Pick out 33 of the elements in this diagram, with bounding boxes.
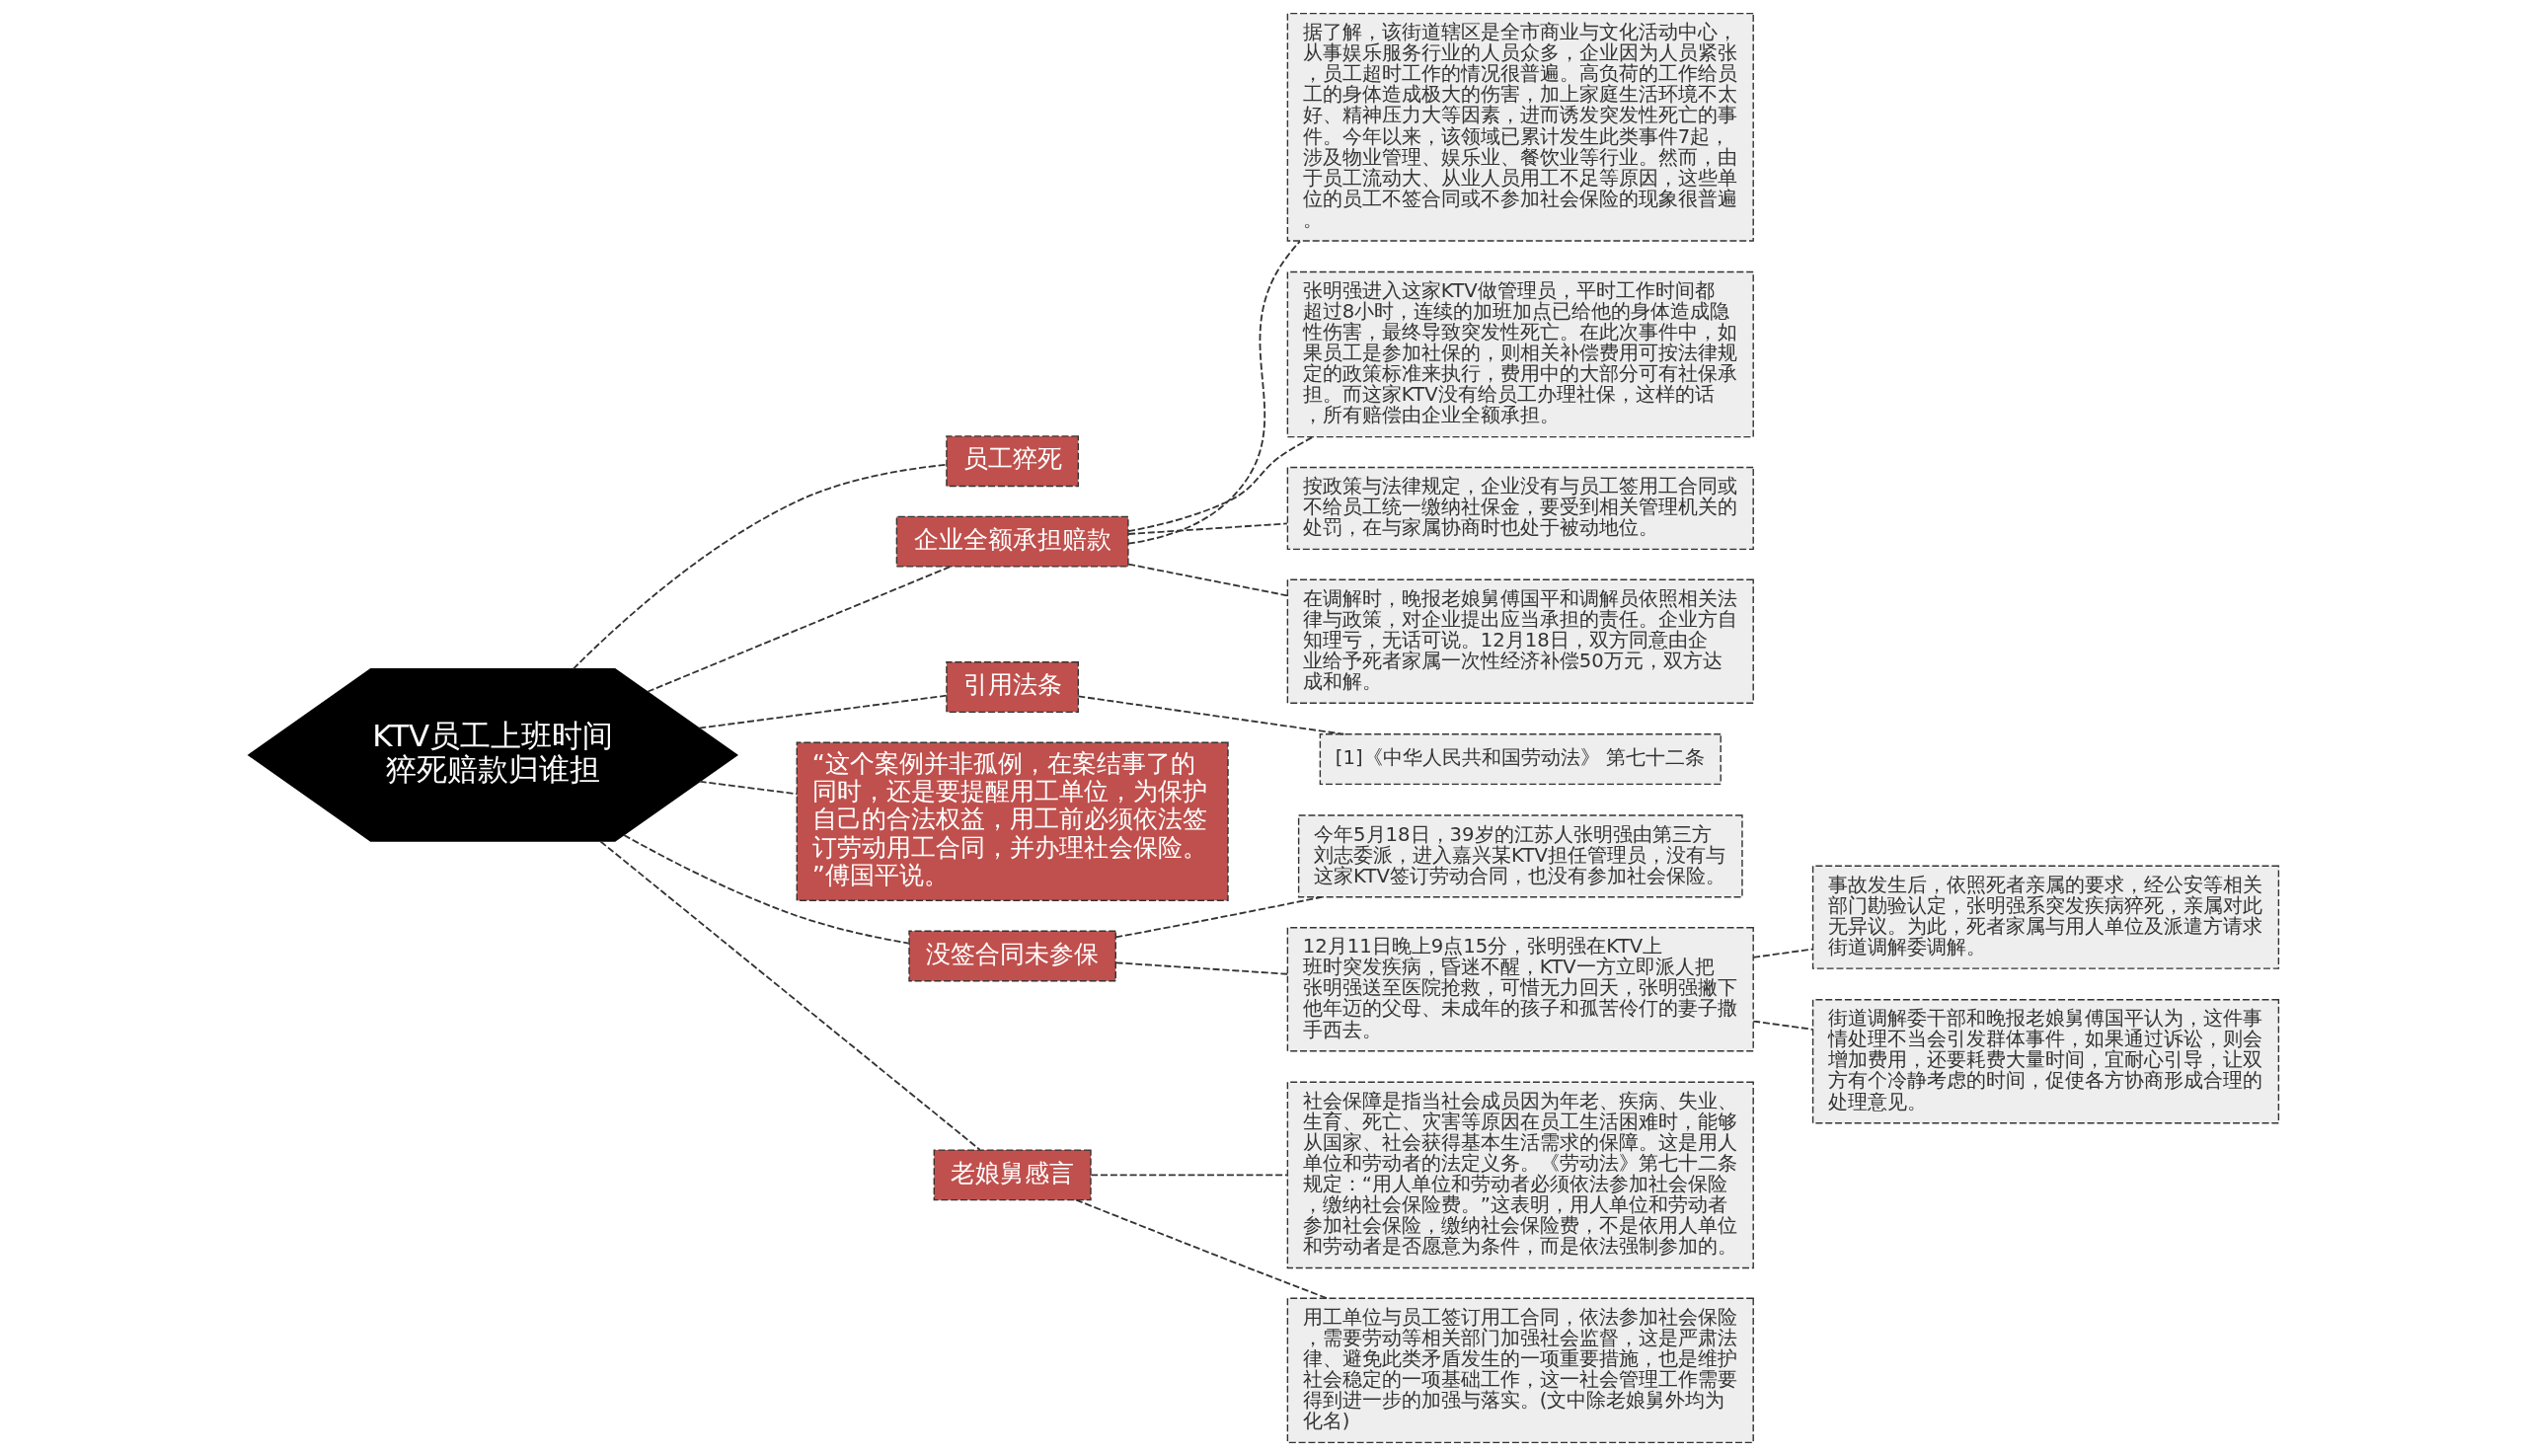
node-box: [1]《中华人民共和国劳动法》 第七十二条	[1319, 733, 1722, 786]
connector	[1127, 522, 1288, 535]
connector	[698, 780, 799, 796]
connector	[599, 840, 981, 1151]
connector	[1077, 695, 1345, 735]
node-box: 引用法条	[946, 661, 1080, 714]
connector	[1114, 961, 1289, 975]
node-box: 在调解时，晚报老娘舅傅国平和调解员依照相关法律与政策，对企业提出应当承担的责任。企业方自知理亏，无话可说。12月18日，双方同意由企业给予死者家属一次性经济补偿50万元，双方达成和解。	[1286, 578, 1754, 704]
node-box: 用工单位与员工签订用工合同，依法参加社会保险，需要劳动等相关部门加强社会监督，这是严肃法律、避免此类矛盾发生的一项重要措施，也是维护社会稳定的一项基础工作，这一社会管理工作需要得到进一步的加强与落实。(文中除老娘舅外均为化名)	[1286, 1297, 1754, 1444]
node-box: 员工猝死	[946, 435, 1080, 488]
connector	[1752, 948, 1814, 958]
node-box: 社会保障是指当社会成员因为年老、疾病、失业、生育、死亡、灾害等原因在员工生活困难时，能够从国家、社会获得基本生活需求的保障。这是用人单位和劳动者的法定义务。《劳动法》第七十二条规定：“用人单位和劳动者必须依法参加社会保险，缴纳社会保险费。”这表明，用人单位和劳动者参加社会保险，缴纳社会保险费，不是依用人单位和劳动者是否愿意为条件，而是依法强制参加的。	[1286, 1081, 1754, 1269]
connector	[698, 694, 948, 729]
connector	[623, 834, 910, 945]
node-box: 张明强进入这家KTV做管理员，平时工作时间都超过8小时，连续的加班加点已给他的身体造成隐性伤害，最终导致突发性死亡。在此次事件中，如果员工是参加社保的，则相关补偿费用可按法律规定的政策标准来执行，费用中的大部分可有社保承担。而这家KTV没有给员工办理社保，这样的话，所有赔偿由企业全额承担。	[1286, 270, 1754, 438]
node-box: 按政策与法律规定，企业没有与员工签用工合同或不给员工统一缴纳社保金，要受到相关管理机关的处罚，在与家属协商时也处于被动地位。	[1286, 466, 1754, 551]
node-box: “这个案例并非孤例，在案结事了的同时，还是要提醒用工单位，为保护自己的合法权益，用工前必须依法签订劳动用工合同，并办理社会保险。”傅国平说。	[796, 741, 1229, 902]
connector	[647, 566, 952, 693]
node-box: 据了解，该街道辖区是全市商业与文化活动中心，从事娱乐服务行业的人员众多，企业因为人员紧张，员工超时工作的情况很普遍。高负荷的工作给员工的身体造成极大的伤害，加上家庭生活环境不太好、精神压力大等因素，进而诱发突发性死亡的事件。今年以来，该领域已累计发生此类事件7起，涉及物业管理、娱乐业、餐饮业等行业。然而，由于员工流动大、从业人员用工不足等原因，这些单位的员工不签合同或不参加社会保险的现象很普遍。	[1286, 12, 1754, 242]
connector	[1127, 563, 1288, 597]
node-box: 12月11日晚上9点15分，张明强在KTV上班时突发疾病，昏迷不醒，KTV一方立即派人把张明强送至医院抢救，可惜无力回天，张明强撇下他年迈的父母、未成年的孩子和孤苦伶仃的妻子撒手西去。	[1286, 927, 1754, 1052]
node-box: 老娘舅感言	[933, 1149, 1092, 1201]
node-box: 街道调解委干部和晚报老娘舅傅国平认为，这件事情处理不当会引发群体事件，如果通过诉讼，则会增加费用，还要耗费大量时间，宜耐心引导，让双方有个冷静考虑的时间，促使各方协商形成合理的处理意见。	[1811, 999, 2280, 1124]
node-box: 今年5月18日，39岁的江苏人张明强由第三方刘志委派，进入嘉兴某KTV担任管理员，没有与这家KTV签订劳动合同，也没有参加社会保险。	[1297, 814, 1743, 898]
node-box: 企业全额承担赔款	[895, 515, 1129, 568]
connector	[1114, 895, 1323, 939]
connector	[1752, 1020, 1814, 1031]
connector	[1127, 435, 1314, 532]
connector	[1090, 1174, 1288, 1177]
node-box: 没签合同未参保	[908, 930, 1116, 982]
connector	[1127, 240, 1301, 545]
connector	[572, 463, 948, 670]
node-box: 事故发生后，依照死者亲属的要求，经公安等相关部门勘验认定，张明强系突发疾病猝死，亲属对此无异议。为此，死者家属与用人单位及派遣方请求街道调解委调解。	[1811, 865, 2280, 969]
